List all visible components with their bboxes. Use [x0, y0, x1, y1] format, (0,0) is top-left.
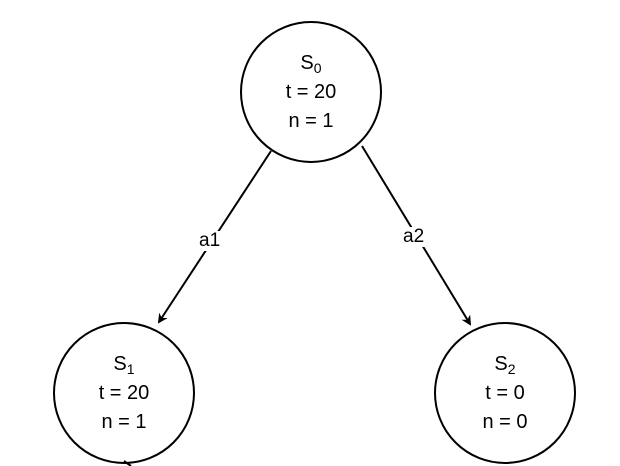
node-s1-t: t = 20 — [98, 382, 150, 404]
node-s2-circle — [434, 322, 576, 464]
node-s1-n: n = 1 — [101, 411, 147, 433]
node-s2-n: n = 0 — [482, 411, 528, 433]
node-s0: S0 t = 20 n = 1 — [251, 49, 371, 136]
edge-label-a1: a1 — [197, 230, 223, 251]
node-s0-name: S0 — [300, 52, 322, 76]
node-s2-name: S2 — [494, 353, 516, 377]
edge-label-a2: a2 — [401, 226, 427, 247]
node-s0-n: n = 1 — [288, 110, 334, 132]
node-s0-t: t = 20 — [285, 81, 337, 103]
node-s2-t: t = 0 — [485, 382, 525, 404]
edge-partial-stub — [123, 460, 132, 466]
node-s1: S1 t = 20 n = 1 — [64, 350, 184, 437]
node-s2: S2 t = 0 n = 0 — [445, 350, 565, 437]
node-s1-circle — [53, 322, 195, 464]
node-s0-circle — [240, 21, 382, 163]
node-s1-name: S1 — [113, 353, 135, 377]
